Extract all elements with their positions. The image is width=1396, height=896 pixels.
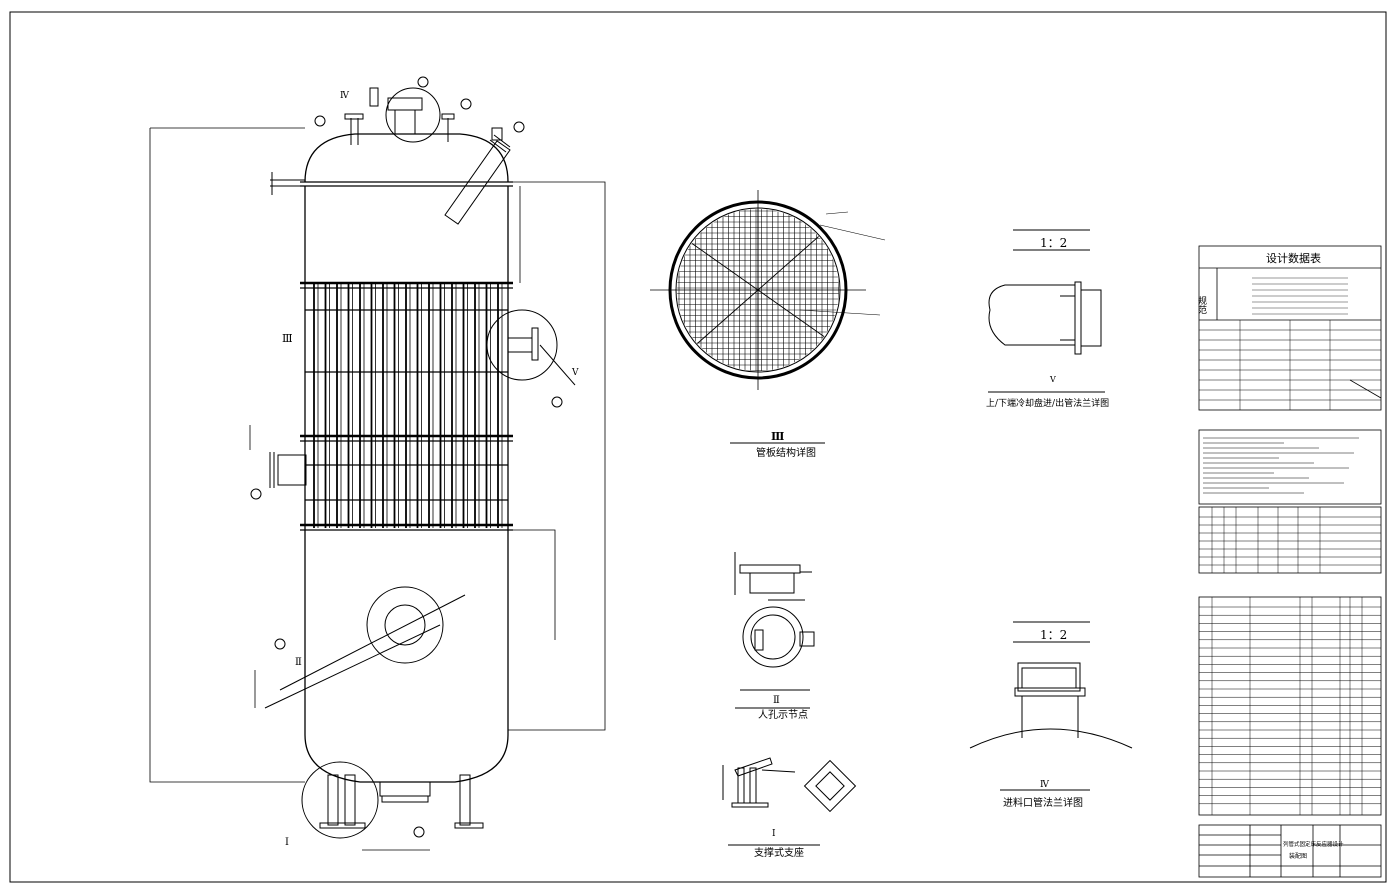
- side-nozzle-v: [486, 309, 576, 386]
- design-data-rows: [1199, 277, 1381, 410]
- detail-iii-mark: Ⅲ: [771, 430, 784, 443]
- main-label-i: Ⅰ: [285, 837, 289, 848]
- callout-balloon: [513, 121, 525, 133]
- detail-ii-caption: 人孔示节点: [758, 709, 808, 721]
- title-block: [1198, 824, 1382, 878]
- detail-ii-mark: Ⅱ: [773, 695, 780, 706]
- detail-iii-view: [650, 190, 886, 444]
- detail-iv-scale: 1：2: [1040, 628, 1067, 642]
- callout-balloon: [460, 98, 472, 110]
- detail-v-caption: 上/下端冷却盘进/出管法兰详图: [986, 397, 1109, 409]
- detail-iv-caption: 进料口管法兰详图: [1003, 796, 1083, 809]
- callout-balloon: [551, 396, 563, 408]
- detail-v-view: [988, 229, 1105, 393]
- technical-notes: [1198, 429, 1382, 505]
- manhole: [264, 586, 466, 709]
- design-table-spec-label: 规范: [1196, 296, 1207, 315]
- title-block-drawing-subtitle: 装配图: [1289, 852, 1307, 860]
- detail-iv-view: [969, 621, 1133, 791]
- detail-iii-caption: 管板结构详图: [756, 446, 816, 459]
- parts-list: [1198, 596, 1382, 816]
- detail-i-mark: Ⅰ: [772, 829, 776, 839]
- detail-v-scale: 1：2: [1040, 236, 1067, 250]
- nozzle-table: [1198, 506, 1382, 574]
- callout-balloon: [413, 826, 425, 838]
- nozzle-table-rows: [1199, 507, 1381, 573]
- main-label-ii: Ⅱ: [295, 657, 302, 668]
- detail-i-caption: 支撑式支座: [754, 846, 804, 859]
- detail-v-mark: Ⅴ: [1049, 375, 1056, 384]
- main-label-v: Ⅴ: [571, 368, 579, 378]
- detail-i-view: [722, 757, 857, 846]
- detail-iv-mark: Ⅳ: [1040, 780, 1050, 790]
- dimension-lines: [149, 127, 606, 851]
- callout-balloon: [250, 488, 262, 500]
- notes-text-lines: [1203, 437, 1359, 494]
- callout-balloon: [314, 115, 326, 127]
- detail-ii-view: [734, 552, 815, 709]
- parts-list-rows: [1199, 597, 1381, 815]
- callout-balloons: [250, 76, 563, 838]
- left-nozzles: [269, 172, 307, 488]
- callout-balloon: [274, 638, 286, 650]
- callout-balloon: [417, 76, 429, 88]
- sheet-border: [9, 11, 1387, 883]
- main-label-iii: Ⅲ: [282, 332, 293, 345]
- main-label-iv: Ⅳ: [340, 91, 350, 101]
- bottom-supports: [301, 761, 484, 839]
- title-block-drawing-title: 列管式固定床反应器设计: [1283, 840, 1344, 848]
- tube-bundle: [313, 283, 503, 528]
- top-nozzles: [344, 87, 511, 225]
- design-table-title: 设计数据表: [1266, 251, 1321, 265]
